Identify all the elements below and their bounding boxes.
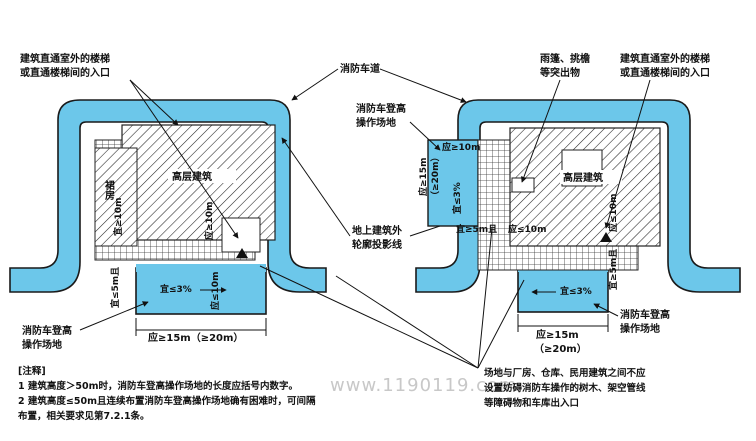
watermark: www.1190119.com (330, 375, 518, 396)
left-entrance-label-1: 建筑直通室外的楼梯 (19, 52, 110, 65)
left-dim-10m: 宜≥10m (112, 198, 124, 236)
high-rise-right-label: 高层建筑 (563, 171, 603, 184)
ground-projection-2: 轮廓投影线 (352, 238, 402, 251)
notes-block: [注释] 1 建筑高度＞50m时，消防车登高操作场地的长度应括号内数字。 2 建… (18, 364, 338, 424)
right-slope-v: 宜≤3% (451, 182, 463, 214)
site-note-line-2: 设置妨碍消防车操作的树木、架空管线 (484, 383, 646, 394)
right-dim-20m-h: （≥20m） (534, 342, 587, 355)
notes-title: [注释] (18, 366, 46, 377)
right-dim-10m: 应≥10m (442, 141, 480, 153)
right-entrance-label-1: 建筑直通室外的楼梯 (619, 52, 710, 65)
left-dim-15m: 应≥15m（≥20m） (148, 331, 243, 344)
site-note-line-1: 场地与厂房、仓库、民用建筑之间不应 (484, 368, 646, 379)
right-dim-5m: 宜≥5m且 (456, 223, 497, 235)
left-entrance-label-2: 或直通楼梯间的入口 (20, 66, 110, 79)
site-note: 场地与厂房、仓库、民用建筑之间不应 设置妨碍消防车操作的树木、架空管线 等障碍物… (484, 366, 750, 411)
site-note-line-3: 等障碍物和车库出入口 (484, 398, 580, 409)
left-slope: 宜≤3% (160, 283, 192, 295)
ground-projection-1: 地上建筑外 (352, 224, 402, 237)
note-item-1: 1 建筑高度＞50m时，消防车登高操作场地的长度应括号内数字。 (18, 381, 299, 392)
left-fire-road (9, 99, 327, 315)
note-item-3: 布置，相关要求见第7.2.1条。 (18, 411, 150, 422)
right-dim-5m-v: 宜≥5m且 (607, 249, 619, 290)
right-platform-label-1: 消防车登高 (356, 102, 406, 115)
left-dim-5m: 宜≤5m且 (109, 267, 121, 308)
canopy-label-2: 等突出物 (540, 66, 580, 79)
right-dim-15m-h: 应≥15m (536, 328, 579, 341)
right-dim-15m: 应≥15m (417, 158, 429, 196)
note-item-2: 2 建筑高度≤50m且连续布置消防车登高操作场地确有困难时，可间隔 (18, 396, 316, 407)
high-rise-left-label: 高层建筑 (172, 170, 212, 183)
left-dim-10m-b: 应≥10m (203, 202, 215, 240)
right-dim-20m-v: （≥20m） (430, 153, 441, 200)
left-entrance-marker (236, 248, 248, 258)
left-bottom-platform-2: 操作场地 (22, 338, 62, 351)
canopy-label-1: 雨篷、挑檐 (540, 52, 590, 65)
right-slope: 宜≤3% (560, 285, 592, 297)
right-dim-10m-h: 应≤10m (508, 223, 546, 235)
fire-road-label: 消防车道 (340, 62, 380, 75)
right-entrance-label-2: 或直通楼梯间的入口 (620, 66, 710, 79)
podium-label: 裙房 (103, 179, 115, 201)
right-side-10m: 应≤10m (607, 194, 619, 232)
right-bottom-platform-2: 操作场地 (620, 322, 660, 335)
right-bottom-platform-1: 消防车登高 (620, 308, 670, 321)
left-bottom-platform-1: 消防车登高 (22, 324, 72, 337)
left-dim-lt10: 应≤10m (209, 272, 221, 310)
right-platform-label-2: 操作场地 (356, 116, 396, 129)
right-entrance-marker (600, 232, 612, 242)
